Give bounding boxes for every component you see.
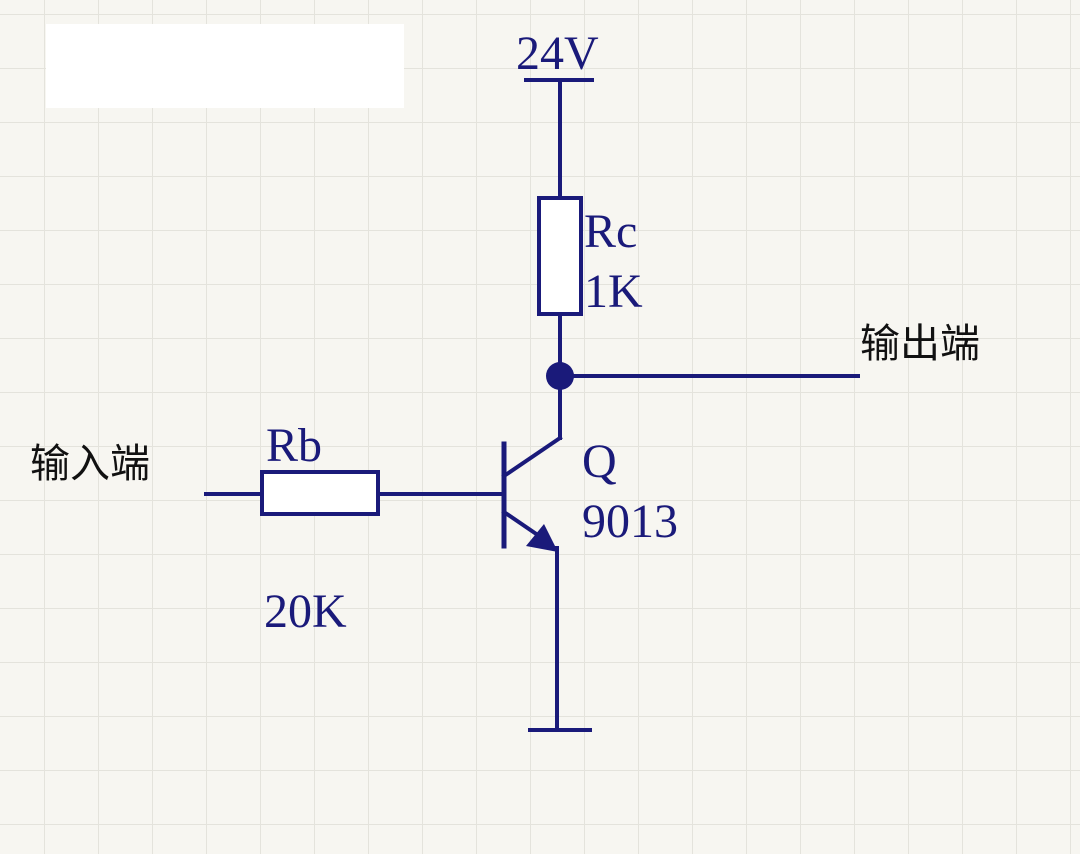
transistor-collector: [501, 435, 563, 479]
transistor-part: 9013: [582, 495, 678, 548]
rb-value: 20K: [264, 585, 347, 638]
emitter-arrow: [526, 524, 558, 552]
supply-label: 24V: [516, 27, 599, 80]
blank-patch: [46, 24, 404, 108]
rb-name: Rb: [266, 419, 323, 472]
transistor-name: Q: [582, 435, 617, 488]
junction-dot: [546, 362, 574, 390]
rc-value: 1K: [584, 265, 643, 318]
rc-name: Rc: [584, 205, 638, 258]
input-label: 输入端: [30, 441, 150, 487]
resistor-rb: [260, 470, 380, 516]
resistor-rc: [537, 196, 583, 316]
output-label: 输出端: [860, 321, 980, 367]
